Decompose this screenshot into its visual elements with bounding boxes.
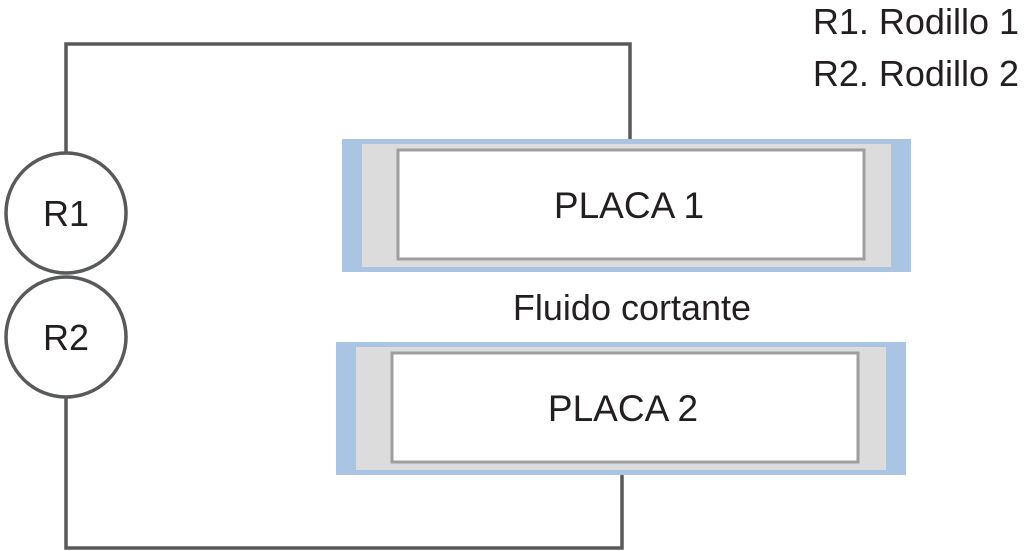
plate-1-inner [396, 148, 866, 261]
roller-1-circle [4, 151, 128, 275]
plate-1-label: PLACA 1 [554, 185, 704, 226]
roller-1: R1 [4, 151, 128, 275]
roller-2: R2 [4, 275, 128, 399]
plate-2-label: PLACA 2 [548, 388, 698, 429]
legend-item-r2: R2. Rodillo 2 [813, 53, 1019, 94]
roller-2-label: R2 [43, 317, 89, 358]
roller-2-circle [4, 275, 128, 399]
legend: R1. Rodillo 1 R2. Rodillo 2 [813, 1, 1019, 94]
plate-2-inner [390, 351, 860, 464]
legend-item-r1: R1. Rodillo 1 [813, 1, 1019, 42]
plate-1: PLACA 1 [342, 139, 911, 272]
plate-2: PLACA 2 [336, 342, 906, 475]
roller-1-label: R1 [43, 193, 89, 234]
bottom-wire [64, 396, 624, 550]
top-wire [64, 42, 632, 154]
fluid-label: Fluido cortante [513, 287, 751, 328]
